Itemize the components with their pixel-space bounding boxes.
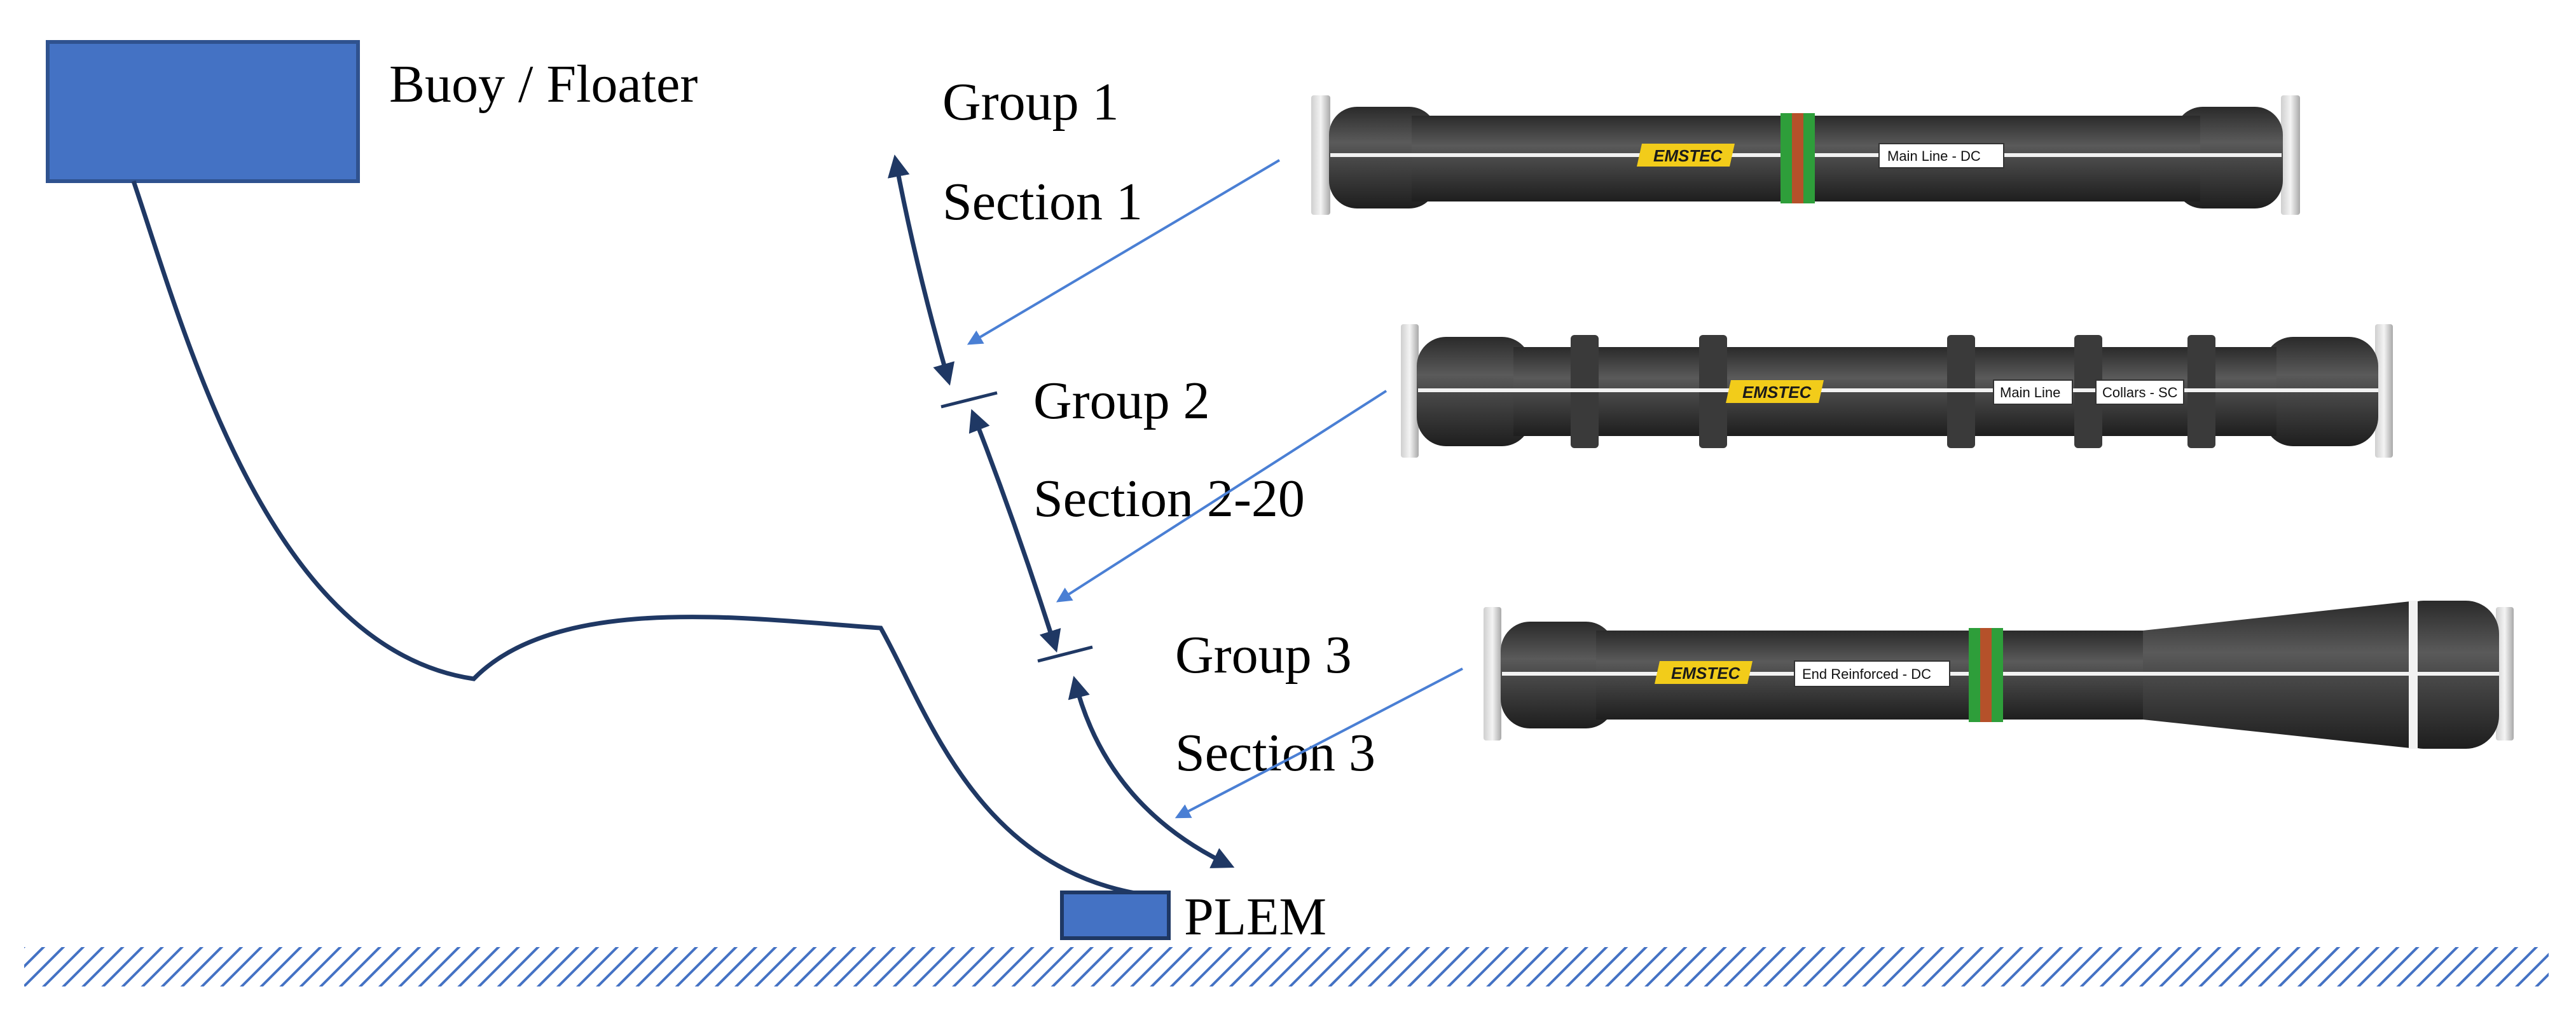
group-divider-2 [1037,645,1093,663]
group-divider-1 [940,391,998,409]
plem-label: PLEM [1184,887,1326,946]
group2-label: Group 2 [1033,371,1210,430]
buoy-label: Buoy / Floater [389,55,698,114]
hose1-tag: Main Line - DC [1887,148,1981,164]
pointer-hose1 [967,159,1281,345]
pointer-hose3 [1174,667,1463,819]
hose3-logo: EMSTEC [1671,664,1741,683]
hose2-logo: EMSTEC [1742,383,1812,402]
seabed [24,947,2549,986]
hose3-tag: End Reinforced - DC [1802,666,1931,682]
group3-label: Group 3 [1175,625,1352,685]
hose2-tag-b: Collars - SC [2102,385,2178,400]
hose3-image: EMSTEC End Reinforced - DC [1484,601,2514,749]
section3-label: Section 3 [1175,723,1375,782]
hose-string-curve [131,180,1169,900]
hose1-logo: EMSTEC [1653,146,1723,165]
group3-arrow [1068,676,1235,868]
plem-box [1060,891,1171,940]
hose2-tag-a: Main Line [2000,385,2060,400]
buoy-box [46,40,360,183]
group2-arrow [968,409,1061,653]
section1-label: Section 1 [942,172,1143,231]
section2-label: Section 2-20 [1033,469,1305,528]
group1-label: Group 1 [942,72,1119,132]
pointer-hose2 [1056,390,1388,603]
group1-arrow [887,154,955,386]
hose1-image: EMSTEC Main Line - DC [1311,95,2300,215]
hose2-image: EMSTEC Main Line Collars - SC [1401,324,2393,458]
